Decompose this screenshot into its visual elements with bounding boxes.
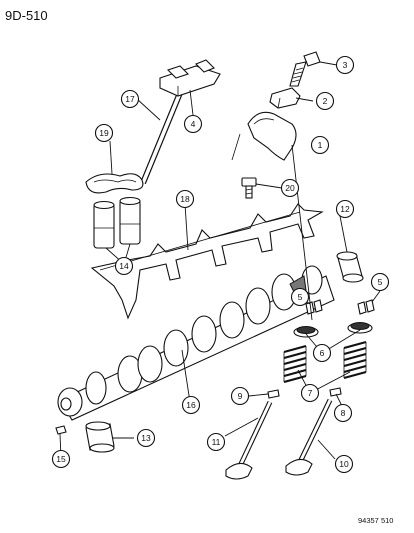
callout-19: 19 xyxy=(94,123,114,143)
svg-text:6: 6 xyxy=(320,348,325,358)
svg-text:3: 3 xyxy=(343,60,348,70)
lifter-left xyxy=(93,200,115,249)
callout-12: 12 xyxy=(335,199,355,219)
rocker-bolt xyxy=(289,51,321,87)
svg-text:1: 1 xyxy=(318,140,323,150)
rocker-pivot xyxy=(269,87,301,109)
lifter-retainer xyxy=(90,203,324,320)
lifter-right xyxy=(119,196,141,245)
callout-13: 13 xyxy=(136,428,156,448)
page-code: 9D-510 xyxy=(5,8,48,23)
callout-4: 4 xyxy=(183,114,203,134)
callout-16: 16 xyxy=(181,395,201,415)
callout-11: 11 xyxy=(206,432,226,452)
callout-8: 8 xyxy=(333,403,353,423)
callout-14: 14 xyxy=(114,256,134,276)
callout-17: 17 xyxy=(120,89,140,109)
valve-retainer-right xyxy=(347,322,373,334)
cam-bearing-13 xyxy=(85,421,115,453)
callout-5-left: 5 xyxy=(290,287,310,307)
valve-keepers-right xyxy=(357,299,375,315)
valve-retainer-left xyxy=(293,326,319,338)
callout-5-right: 5 xyxy=(370,272,390,292)
valve-spring-left xyxy=(283,344,307,384)
callout-10: 10 xyxy=(334,454,354,474)
svg-text:20: 20 xyxy=(285,183,295,193)
svg-text:12: 12 xyxy=(340,204,350,214)
svg-text:5: 5 xyxy=(378,277,383,287)
valve-spring-right xyxy=(343,340,367,380)
valve-seal-8 xyxy=(329,387,342,397)
valve-keepers-left xyxy=(305,299,323,315)
svg-text:19: 19 xyxy=(99,128,109,138)
svg-text:4: 4 xyxy=(191,119,196,129)
svg-text:8: 8 xyxy=(341,408,346,418)
rocker-pedestal xyxy=(159,59,221,97)
svg-text:15: 15 xyxy=(56,454,66,464)
camshaft xyxy=(57,265,335,421)
svg-text:16: 16 xyxy=(186,400,196,410)
retainer-clip xyxy=(85,173,144,194)
callout-3: 3 xyxy=(335,55,355,75)
svg-text:14: 14 xyxy=(119,261,129,271)
callout-18: 18 xyxy=(175,189,195,209)
callout-7: 7 xyxy=(300,383,320,403)
cam-bearing-12 xyxy=(336,251,364,283)
svg-text:18: 18 xyxy=(180,194,190,204)
rocker-arm xyxy=(231,111,297,161)
figure-code: 94357 510 xyxy=(358,516,393,525)
valve-seal-9 xyxy=(267,389,280,399)
svg-text:17: 17 xyxy=(125,94,135,104)
svg-text:2: 2 xyxy=(323,96,328,106)
svg-text:7: 7 xyxy=(308,388,313,398)
svg-text:11: 11 xyxy=(212,437,221,447)
svg-text:10: 10 xyxy=(339,459,349,469)
svg-text:13: 13 xyxy=(141,433,151,443)
callout-6: 6 xyxy=(312,343,332,363)
woodruff-key xyxy=(55,425,67,435)
bolt-20 xyxy=(241,177,257,199)
callout-1: 1 xyxy=(310,135,330,155)
valve-11 xyxy=(225,400,273,480)
valve-10 xyxy=(285,398,333,476)
callout-20: 20 xyxy=(280,178,300,198)
svg-text:5: 5 xyxy=(298,292,303,302)
callout-2: 2 xyxy=(315,91,335,111)
pushrod xyxy=(140,86,185,185)
callout-9: 9 xyxy=(230,386,250,406)
svg-text:9: 9 xyxy=(238,391,243,401)
callout-15: 15 xyxy=(51,449,71,469)
